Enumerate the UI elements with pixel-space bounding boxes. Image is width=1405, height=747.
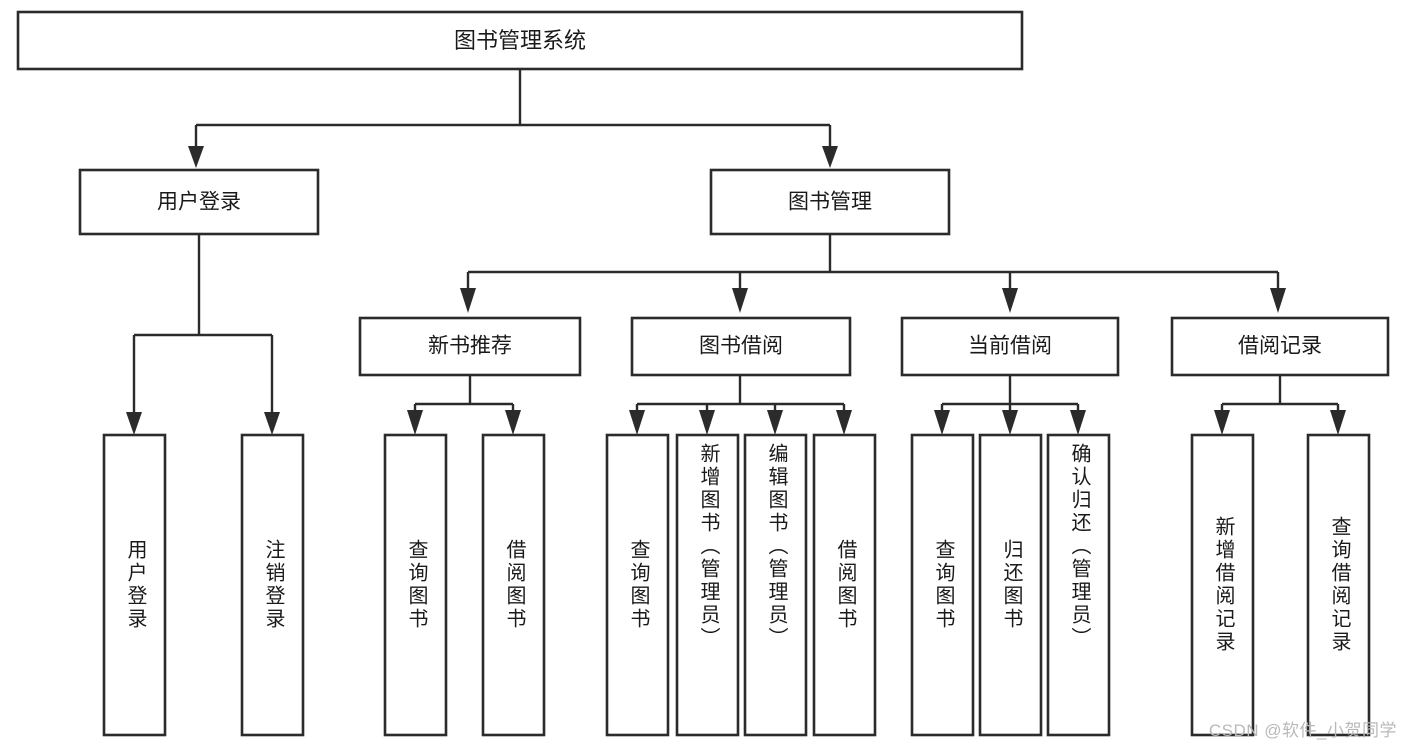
node-root-system[interactable]: 图书管理系统 [16, 10, 1024, 71]
arrow-head-icon [407, 410, 423, 435]
connector-root-to-level2 [188, 69, 838, 168]
leaf-box-add-borrow-record[interactable] [1190, 433, 1255, 737]
arrow-head-icon [126, 412, 142, 435]
node-user-login[interactable]: 用户登录 [78, 168, 320, 236]
connector-currentborrow-to-leaves [934, 375, 1086, 435]
arrow-head-icon [1270, 288, 1286, 313]
node-new-book-recommend[interactable]: 新书推荐 [358, 316, 582, 377]
node-book-management[interactable]: 图书管理 [709, 168, 951, 236]
node-box-shape [16, 10, 1024, 71]
leaf-box-return-book[interactable] [978, 433, 1043, 737]
connector-borrowrecord-to-leaves [1214, 375, 1346, 435]
leaf-box-confirm-return-admin[interactable] [1046, 433, 1111, 737]
node-box-shape [630, 316, 852, 377]
node-label: 图书管理 [788, 191, 872, 214]
connector-bookborrow-to-leaves [629, 375, 852, 435]
connector-newbook-to-leaves [407, 375, 521, 435]
arrow-head-icon [188, 146, 204, 168]
node-box-shape [78, 168, 320, 236]
node-label: 图书借阅 [699, 335, 783, 358]
node-box-shape [709, 168, 951, 236]
arrow-head-icon [1214, 410, 1230, 435]
arrow-head-icon [732, 288, 748, 313]
node-borrow-record[interactable]: 借阅记录 [1170, 316, 1390, 377]
leaf-box-add-book-admin[interactable] [675, 433, 740, 737]
connector-userlogin-to-leaves [126, 234, 280, 435]
node-label: 借阅记录 [1238, 335, 1322, 358]
arrow-head-icon [1002, 288, 1018, 313]
node-box-shape [900, 316, 1120, 377]
arrow-head-icon [505, 410, 521, 435]
arrow-head-icon [264, 412, 280, 435]
node-label: 当前借阅 [968, 335, 1052, 358]
arrow-head-icon [934, 410, 950, 435]
leaf-box-query-book-2[interactable] [605, 433, 670, 737]
connector-bookmgmt-to-level3 [460, 234, 1286, 313]
node-label: 新书推荐 [428, 335, 512, 358]
leaf-box-edit-book-admin[interactable] [743, 433, 808, 737]
arrow-head-icon [699, 410, 715, 435]
arrow-head-icon [1002, 410, 1018, 435]
arrow-head-icon [1070, 410, 1086, 435]
leaf-box-query-book-1[interactable] [383, 433, 448, 737]
leaf-box-borrow-book-1[interactable] [481, 433, 546, 737]
arrow-head-icon [767, 410, 783, 435]
arrow-head-icon [460, 288, 476, 313]
leaf-box-query-borrow-record[interactable] [1306, 433, 1371, 737]
arrow-head-icon [822, 146, 838, 168]
node-current-borrow[interactable]: 当前借阅 [900, 316, 1120, 377]
node-box-shape [358, 316, 582, 377]
node-label: 图书管理系统 [454, 28, 586, 53]
watermark-text: CSDN @软件_小贺同学 [1208, 721, 1397, 740]
leaf-box-user-login[interactable] [102, 433, 167, 737]
arrow-head-icon [836, 410, 852, 435]
node-label: 用户登录 [157, 191, 241, 214]
leaf-box-borrow-book-2[interactable] [812, 433, 877, 737]
arrow-head-icon [1330, 410, 1346, 435]
leaf-box-logout[interactable] [240, 433, 305, 737]
node-book-borrow[interactable]: 图书借阅 [630, 316, 852, 377]
arrow-head-icon [629, 410, 645, 435]
leaf-box-query-book-3[interactable] [910, 433, 975, 737]
node-box-shape [1170, 316, 1390, 377]
